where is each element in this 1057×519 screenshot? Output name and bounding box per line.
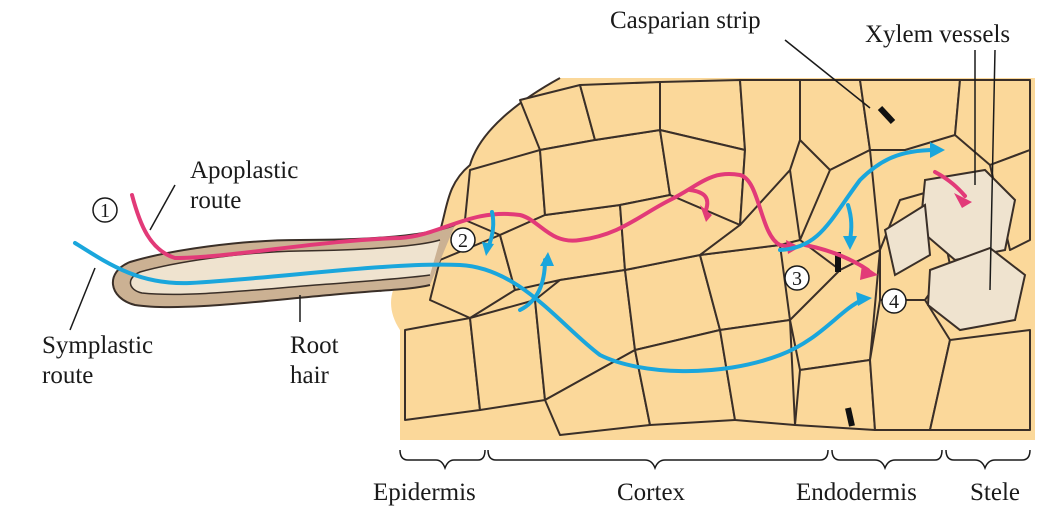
casparian-band-1 xyxy=(877,105,896,125)
svg-text:4: 4 xyxy=(889,291,899,313)
label-cortex: Cortex xyxy=(617,479,686,506)
brace-endodermis xyxy=(831,449,943,471)
svg-text:1: 1 xyxy=(100,200,110,222)
leader-casparian xyxy=(784,39,871,109)
label-epidermis: Epidermis xyxy=(373,479,476,506)
region-braces xyxy=(399,449,1031,471)
label-symplastic-line1: Symplastic xyxy=(42,332,153,359)
label-apoplastic-line1: Apoplastic xyxy=(190,157,298,184)
marker-2: 2 xyxy=(450,227,476,253)
svg-text:2: 2 xyxy=(458,230,468,252)
label-symplastic-line2: route xyxy=(42,362,93,389)
apoplastic-branch xyxy=(688,188,710,212)
marker-1: 1 xyxy=(92,197,118,223)
label-stele: Stele xyxy=(970,479,1020,506)
svg-text:3: 3 xyxy=(792,268,802,290)
xylem-vessel-lower xyxy=(926,246,1027,332)
marker-4: 4 xyxy=(881,288,907,314)
xylem-vessel-small xyxy=(883,203,932,277)
leader-symplastic xyxy=(69,267,96,331)
label-casparian-strip: Casparian strip xyxy=(610,7,761,34)
brace-cortex xyxy=(487,449,829,471)
label-root-line1: Root xyxy=(290,332,339,359)
leader-lines xyxy=(69,39,996,331)
label-root-line2: hair xyxy=(290,362,330,389)
brace-stele xyxy=(945,449,1031,471)
label-apoplastic-line2: route xyxy=(190,187,241,214)
symplastic-arrowheads xyxy=(482,142,945,306)
brace-epidermis xyxy=(399,449,486,471)
marker-3: 3 xyxy=(784,265,810,291)
casparian-band-3 xyxy=(845,407,855,427)
leader-apoplastic xyxy=(149,184,176,231)
label-endodermis: Endodermis xyxy=(796,479,917,506)
label-xylem-vessels: Xylem vessels xyxy=(865,21,1010,48)
leader-xylem-2 xyxy=(989,49,996,291)
